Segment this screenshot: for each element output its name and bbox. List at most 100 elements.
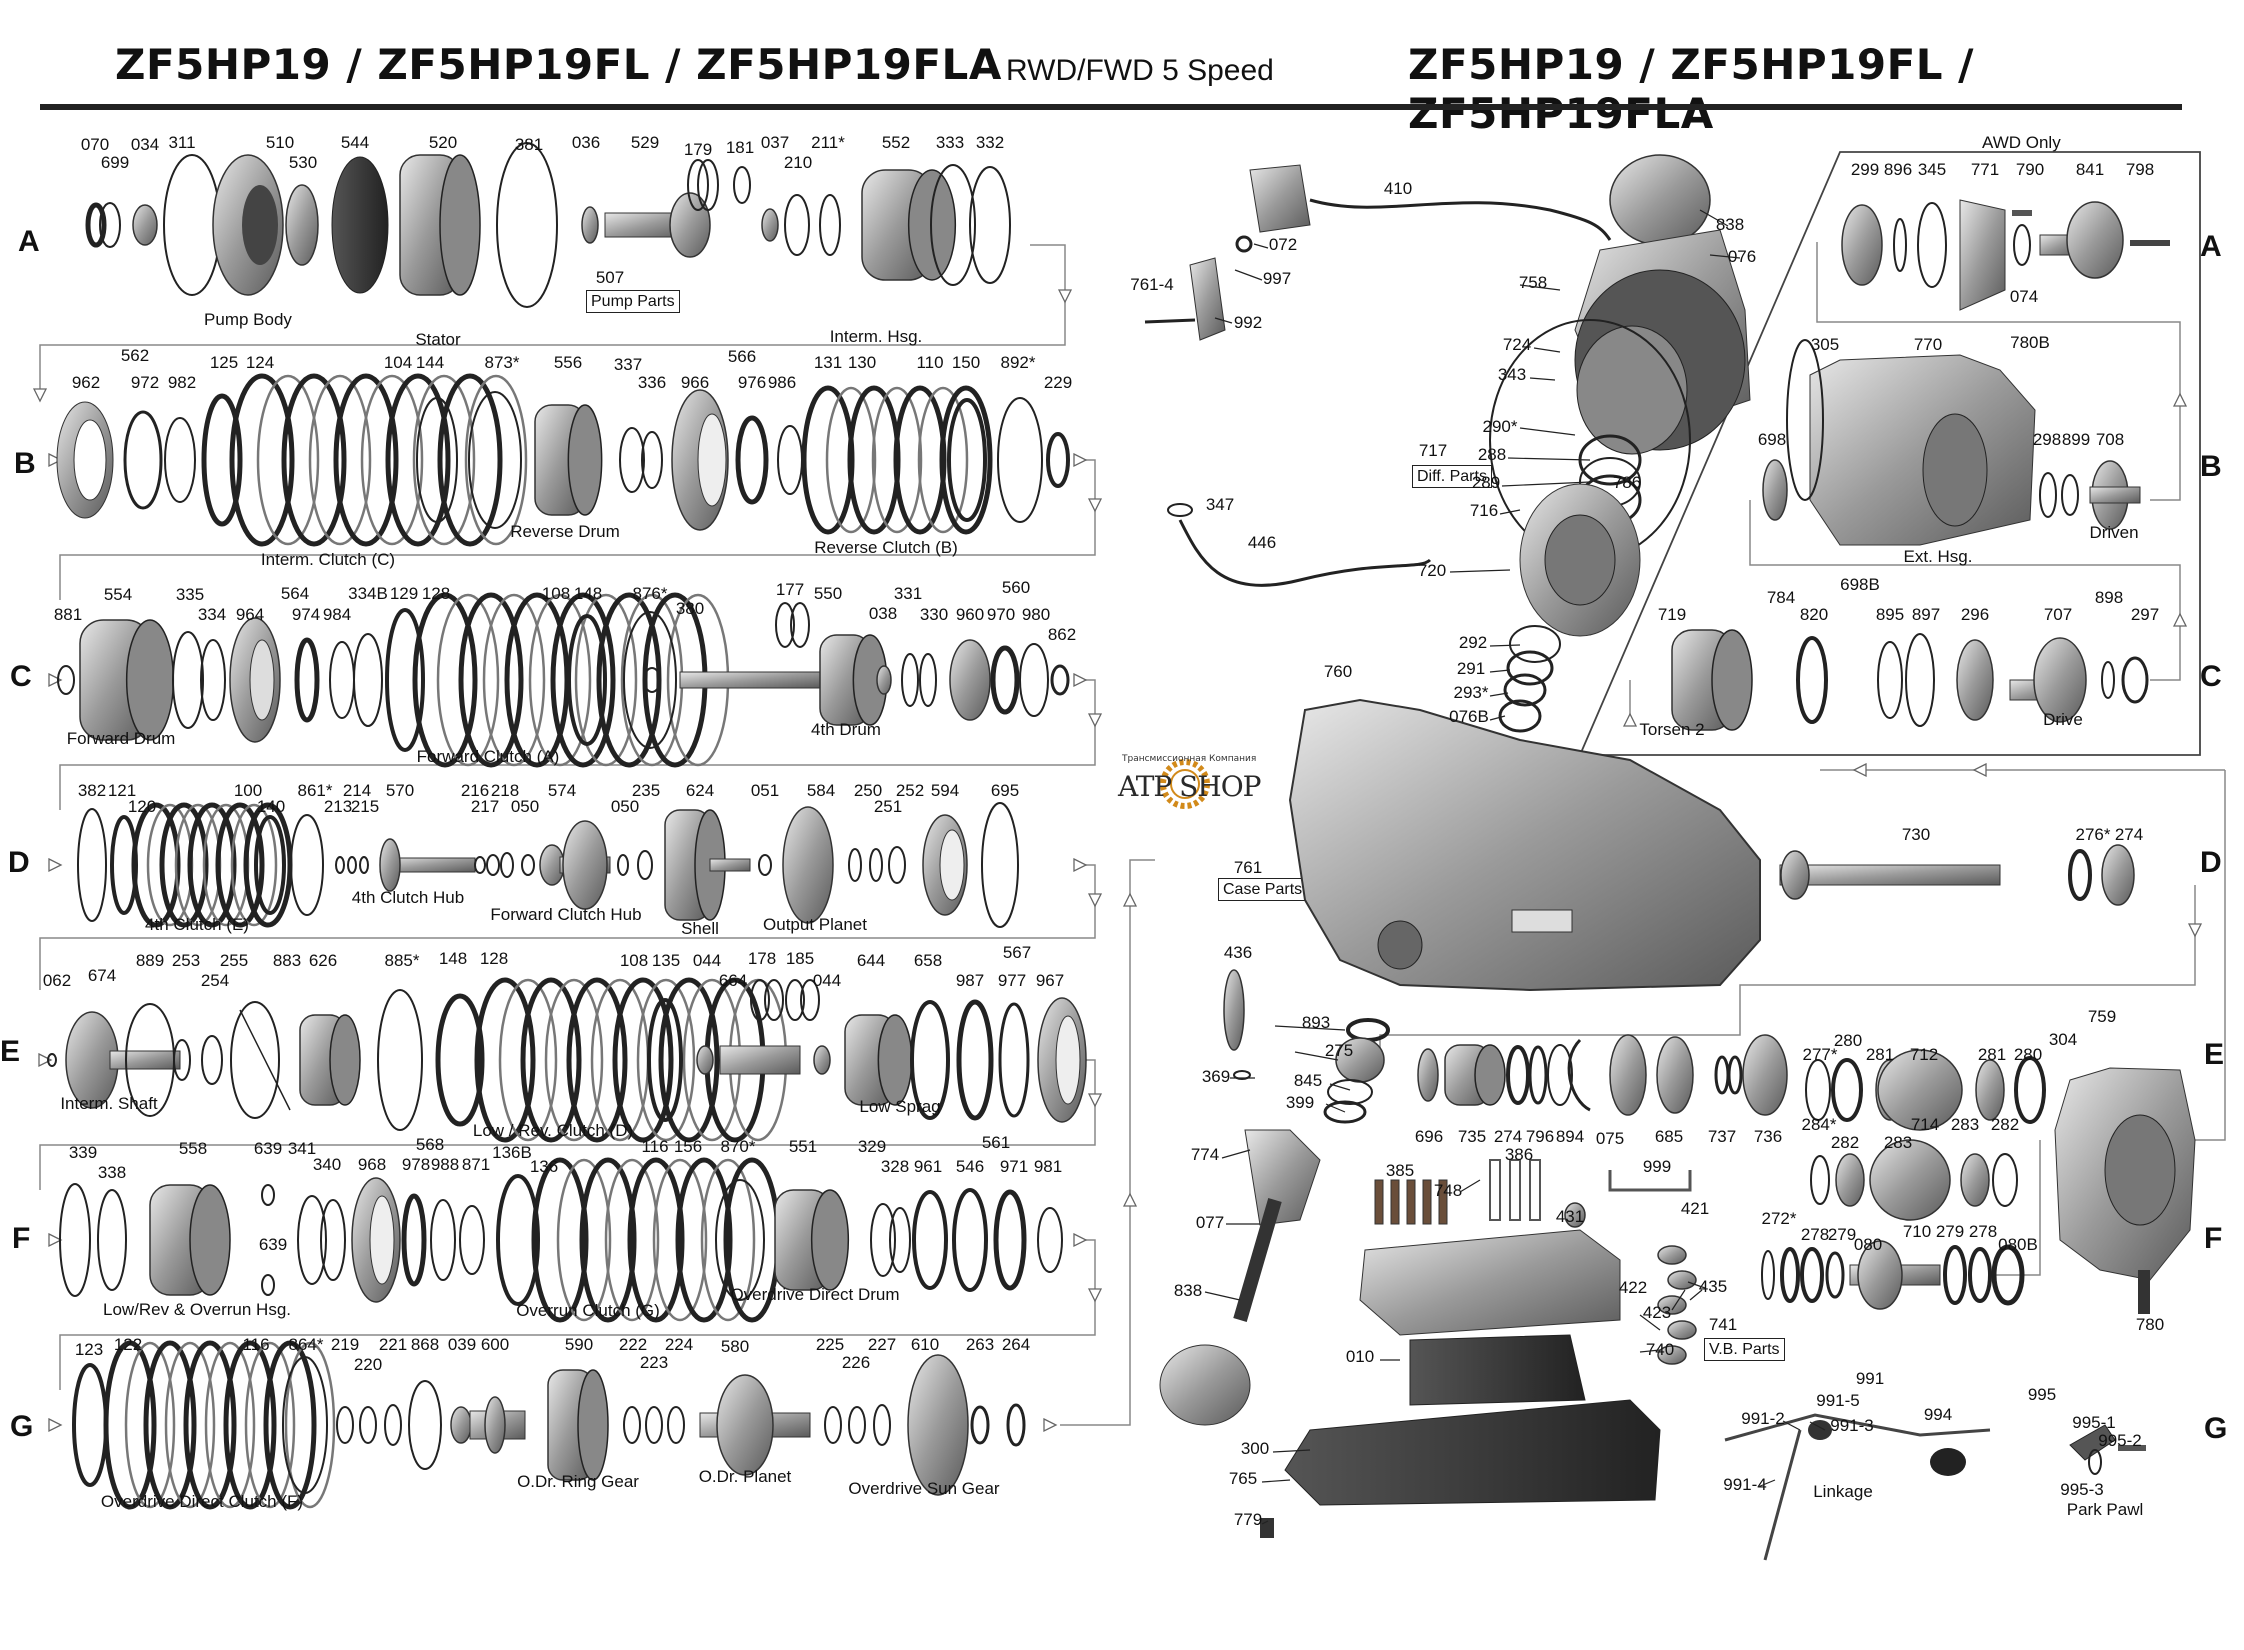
lower-right-label: 737 <box>1708 1127 1736 1146</box>
od-planet-part <box>716 1374 774 1476</box>
ring-part <box>201 1035 223 1085</box>
sensor-bracket-part <box>1249 164 1311 233</box>
awd-bolt <box>2130 240 2170 246</box>
ring-part <box>1167 503 1193 517</box>
overrun-clutch-plate <box>556 1158 612 1322</box>
leader-line <box>1689 1289 1703 1301</box>
right-top-label: 293* <box>1454 683 1489 702</box>
park-pawl-caption: Park Pawl <box>2067 1500 2144 1519</box>
awd-label: 707 <box>2044 605 2072 624</box>
overdrive-clutch-plate <box>124 1341 176 1509</box>
linkage-detent-part <box>1808 1420 1832 1440</box>
ring-part <box>637 850 653 880</box>
row-g-label: 580 <box>721 1337 749 1356</box>
row-c-label: 129 <box>390 584 418 603</box>
reverse-clutch-plate <box>825 386 877 534</box>
ring-part <box>282 1356 328 1494</box>
filter-element-part <box>1438 1179 1448 1225</box>
leader-line <box>1489 644 1521 647</box>
ring-part <box>359 1406 377 1444</box>
lower-right-label: 995 <box>2028 1385 2056 1404</box>
row-c-label: 380 <box>676 599 704 618</box>
lower-right-label: 421 <box>1681 1199 1709 1218</box>
overdrive-direct-clutch-caption: Overdrive Direct Clutch (F) <box>101 1492 303 1511</box>
row-a-label: 034 <box>131 135 159 154</box>
row-d-label: 120 <box>128 797 156 816</box>
lower-right-label: 422 <box>1619 1278 1647 1297</box>
row-b-label: 873* <box>485 353 520 372</box>
lower-right-label: 385 <box>1386 1161 1414 1180</box>
drive-gear-part <box>2033 637 2087 723</box>
shell-caption: Shell <box>681 919 719 938</box>
awd-label: 296 <box>1961 605 1989 624</box>
row-d-label: 213 <box>324 797 352 816</box>
lever-rod <box>1233 1198 1282 1322</box>
lower-right-label: 991-2 <box>1741 1409 1784 1428</box>
ring-part <box>1796 636 1828 724</box>
lower-right-label: 759 <box>2088 1007 2116 1026</box>
output-shaft-part <box>1779 864 2001 886</box>
fourth-clutch-plate <box>187 802 237 928</box>
leader-line <box>1519 427 1576 436</box>
leader-line <box>1261 1479 1291 1483</box>
lower-right-label: 712 <box>1910 1045 1938 1064</box>
ring-part <box>643 667 661 693</box>
leader-line <box>1699 209 1729 227</box>
lower-right-label: 304 <box>2049 1030 2077 1049</box>
intermediate-shaft <box>109 1050 181 1070</box>
low-rev-drum-part-face <box>329 1014 361 1106</box>
right-top-label: 724 <box>1503 335 1531 354</box>
row-e-label: 178 <box>748 949 776 968</box>
right-top-label: 758 <box>1519 273 1547 292</box>
row-f-label: 546 <box>956 1157 984 1176</box>
ring-part <box>758 854 772 876</box>
transfer-bore <box>2104 1114 2176 1226</box>
pump-cover-plate <box>331 156 389 294</box>
row-f-label: 136 <box>530 1157 558 1176</box>
lower-right-label: 300 <box>1241 1439 1269 1458</box>
row-e-label: 987 <box>956 971 984 990</box>
lower-right-label: 279 <box>1828 1225 1856 1244</box>
lower-right-label: 283 <box>1884 1133 1912 1152</box>
row-d-label: 252 <box>896 781 924 800</box>
oil-pan-cover-part <box>1159 1344 1251 1426</box>
row-e-label: 644 <box>857 951 885 970</box>
leader-line <box>1499 509 1521 515</box>
awd-label: 790 <box>2016 160 2044 179</box>
leader-line <box>1221 1149 1251 1159</box>
flow-arrowhead <box>1073 857 1088 873</box>
lower-right-label: 845 <box>1294 1071 1322 1090</box>
ring-part <box>910 1000 950 1120</box>
lower-right-label: 284* <box>1802 1115 1837 1134</box>
ring-part <box>1503 673 1547 707</box>
row-f-label: 639 <box>259 1235 287 1254</box>
lower-right-label: 894 <box>1556 1127 1584 1146</box>
lower-right-label: 994 <box>1924 1405 1952 1424</box>
ring-part <box>2101 661 2115 699</box>
ring-part <box>1825 1251 1845 1299</box>
reverse-clutch-caption: Reverse Clutch (B) <box>814 538 958 557</box>
row-letter-c-left: C <box>10 660 32 693</box>
row-a-label: 552 <box>882 133 910 152</box>
row-b-label: 104 <box>384 353 412 372</box>
awd-label: 305 <box>1811 335 1839 354</box>
overdrive-hub-part <box>484 1396 506 1454</box>
row-a-label: 037 <box>761 133 789 152</box>
lower-right-label: 431 <box>1556 1207 1584 1226</box>
row-g-label: 116 <box>242 1335 269 1354</box>
right-top-label: 997 <box>1263 269 1291 288</box>
linkage-shaft-part <box>1763 1429 1802 1561</box>
lower-right-label: 760 <box>1324 662 1352 681</box>
row-f-label: 971 <box>1000 1157 1028 1176</box>
row-a-label: 507 <box>596 268 624 287</box>
ring-part <box>486 854 500 876</box>
ring-part <box>2068 849 2092 901</box>
piston-bore <box>73 419 107 501</box>
leader-line <box>1489 715 1506 721</box>
row-g-label: 225 <box>816 1335 844 1354</box>
row-c-label: 881 <box>54 605 82 624</box>
awd-label: 297 <box>2131 605 2159 624</box>
ring-part <box>697 159 719 211</box>
flow-arrowhead <box>38 1052 53 1068</box>
gear-part <box>1609 1034 1647 1116</box>
